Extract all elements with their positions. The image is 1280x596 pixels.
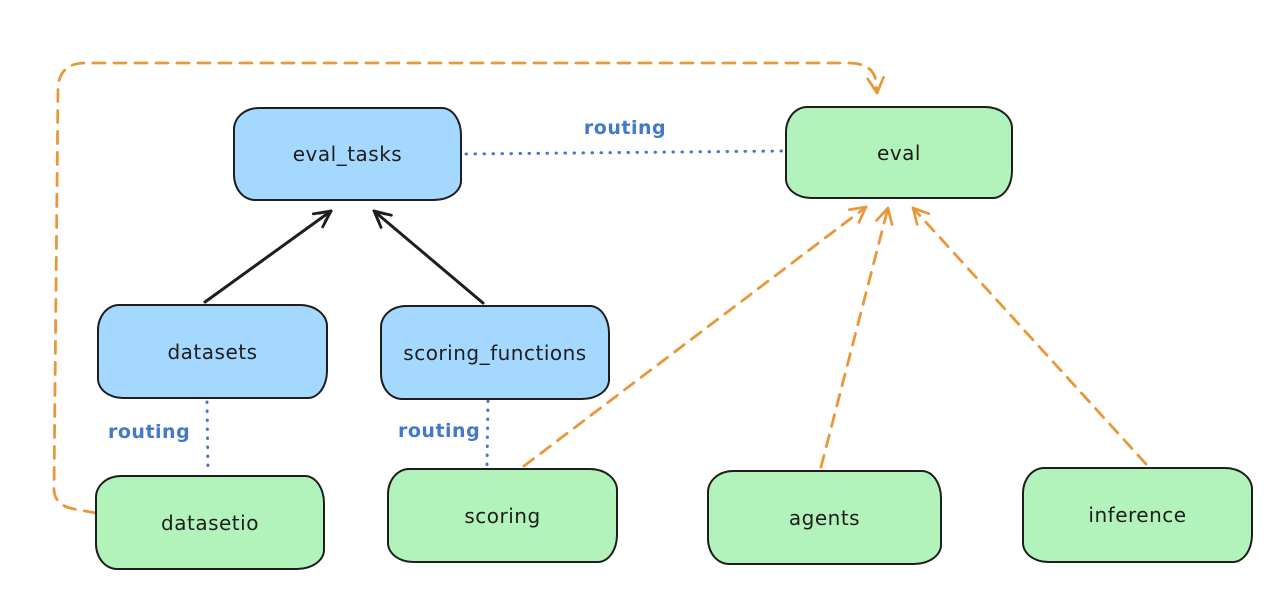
edge-datasets-to-datasetio-routing: [205, 400, 210, 474]
node-agents: agents: [707, 470, 942, 565]
edge-inference-to-eval: [911, 206, 1148, 466]
node-eval-tasks: eval_tasks: [233, 107, 462, 201]
node-datasetio: datasetio: [95, 475, 325, 570]
node-inference-label: inference: [1088, 503, 1187, 527]
node-agents-label: agents: [788, 505, 861, 530]
node-scoring-functions: scoring_functions: [380, 305, 610, 400]
edge-label-routing-scoring-functions-scoring: routing: [398, 420, 481, 442]
edge-datasetio-to-eval-loop: [52, 61, 885, 515]
edge-datasets-to-eval-tasks: [203, 209, 333, 304]
edge-eval-tasks-to-eval-routing: [464, 149, 784, 156]
edge-label-routing-eval-tasks-eval: routing: [583, 117, 667, 139]
edge-scoring-functions-to-scoring-routing: [485, 399, 490, 467]
node-scoring-functions-label: scoring_functions: [403, 340, 587, 365]
edge-agents-to-eval: [819, 206, 894, 469]
edge-label-routing-datasets-datasetio: routing: [108, 421, 191, 443]
node-scoring: scoring: [387, 468, 618, 563]
node-datasets: datasets: [97, 304, 328, 399]
node-eval-tasks-label: eval_tasks: [292, 142, 403, 166]
node-inference: inference: [1022, 467, 1253, 563]
edge-scoring-functions-to-eval-tasks: [372, 209, 485, 305]
node-scoring-label: scoring: [464, 503, 541, 528]
node-datasetio-label: datasetio: [161, 510, 259, 535]
node-eval: eval: [785, 106, 1013, 199]
node-datasets-label: datasets: [167, 339, 258, 364]
edge-scoring-to-eval: [522, 205, 868, 468]
node-eval-label: eval: [877, 140, 921, 165]
